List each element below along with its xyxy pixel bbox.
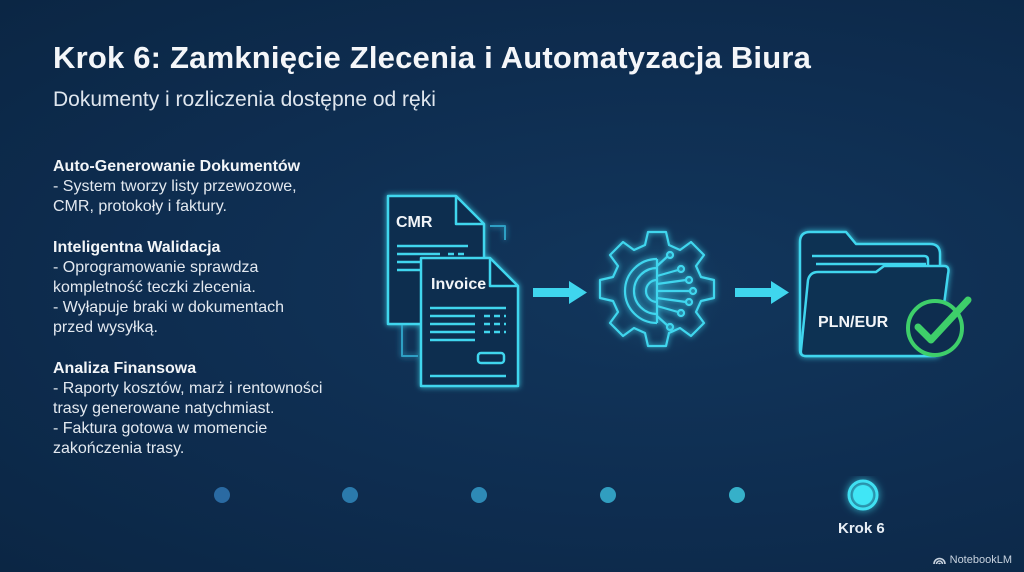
arrow-right-icon	[533, 281, 587, 304]
documents-icon	[386, 194, 520, 388]
section-line: przed wysyłką.	[53, 319, 158, 336]
brand-label: NotebookLM	[949, 554, 1012, 566]
notebooklm-logo-icon	[932, 557, 946, 565]
timeline-step-3[interactable]	[471, 487, 487, 503]
section-line: zakończenia trasy.	[53, 440, 185, 457]
section-line: - Faktura gotowa w momencie	[53, 420, 268, 437]
page-title: Krok 6: Zamknięcie Zlecenia i Automatyza…	[53, 40, 812, 75]
timeline-step-4[interactable]	[600, 487, 616, 503]
progress-timeline	[214, 479, 879, 511]
timeline-step-1[interactable]	[214, 487, 230, 503]
section-line: CMR, protokoły i faktury.	[53, 198, 227, 215]
section-auto-generation: Auto-Generowanie Dokumentów - System two…	[53, 157, 373, 217]
section-line: kompletność teczki zlecenia.	[53, 279, 256, 296]
section-line: - System tworzy listy przewozowe,	[53, 178, 297, 195]
active-step-label: Krok 6	[838, 520, 885, 537]
section-line: trasy generowane natychmiast.	[53, 400, 275, 417]
brand-watermark: NotebookLM	[932, 554, 1012, 566]
page-subtitle: Dokumenty i rozliczenia dostępne od ręki	[53, 88, 436, 111]
section-heading: Inteligentna Walidacja	[53, 239, 221, 256]
section-finance: Analiza Finansowa - Raporty kosztów, mar…	[53, 359, 373, 459]
section-line: - Wyłapuje braki w dokumentach	[53, 299, 285, 316]
doc-front-label: Invoice	[431, 276, 486, 293]
ai-gear-icon	[598, 230, 716, 348]
arrow-right-icon	[735, 281, 789, 304]
folder-label: PLN/EUR	[818, 314, 889, 331]
feature-list: Auto-Generowanie Dokumentów - System two…	[53, 157, 373, 480]
section-validation: Inteligentna Walidacja - Oprogramowanie …	[53, 238, 373, 338]
section-heading: Auto-Generowanie Dokumentów	[53, 158, 301, 175]
timeline-step-5[interactable]	[729, 487, 745, 503]
doc-back-label: CMR	[396, 214, 433, 231]
check-icon	[906, 296, 972, 357]
section-heading: Analiza Finansowa	[53, 360, 197, 377]
section-line: - Oprogramowanie sprawdza	[53, 259, 259, 276]
timeline-step-6-active[interactable]	[847, 479, 879, 511]
section-line: - Raporty kosztów, marż i rentowności	[53, 380, 323, 397]
timeline-step-2[interactable]	[342, 487, 358, 503]
process-diagram: CMR Invoice PLN/EUR	[386, 194, 972, 388]
